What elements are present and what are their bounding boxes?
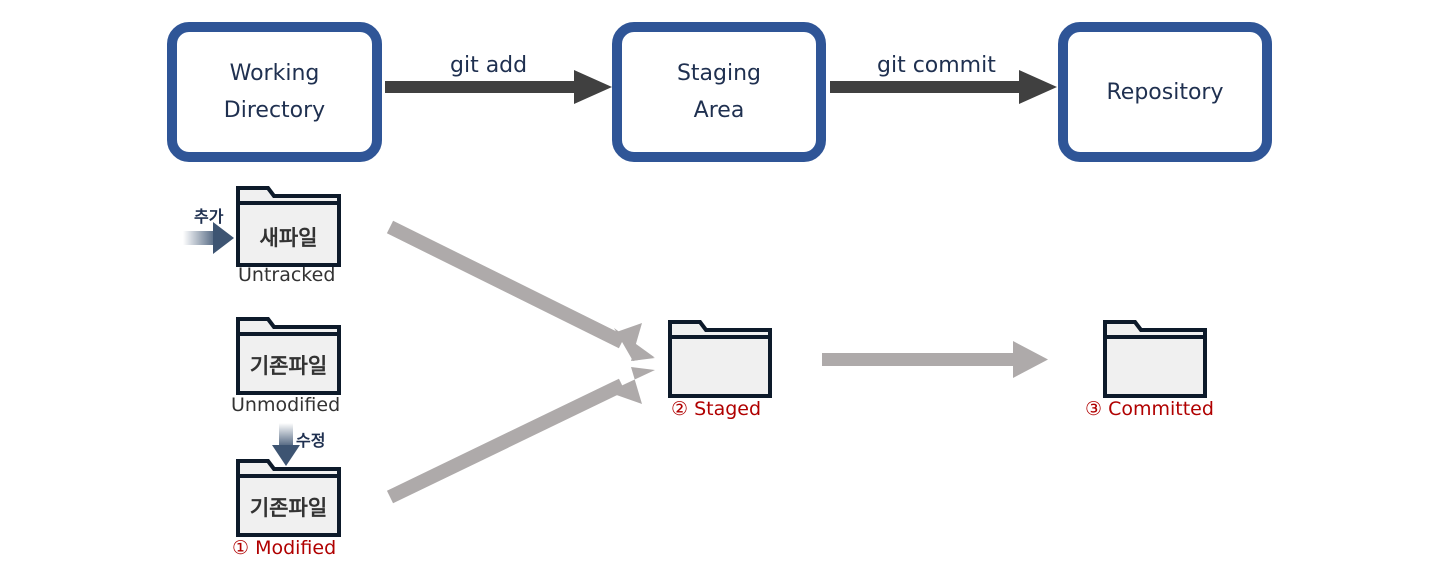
staged-folder-icon [668,320,772,398]
staging-area-box: Staging Area [612,22,826,162]
staged-to-committed-arrow [822,341,1048,378]
committed-status: ③ Committed [1085,398,1214,420]
repository-box: Repository [1058,22,1272,162]
modified-status: ① Modified [232,537,337,559]
working-directory-label: Working Directory [223,61,326,123]
unmodified-status: Unmodified [231,394,341,416]
modified-to-staged-arrow [386,367,655,504]
unmodified-file-name: 기존파일 [249,354,328,378]
add-new-file-arrow [183,222,234,254]
modify-action-label: 수정 [296,431,326,450]
untracked-to-staged-arrow [386,220,655,361]
existing-file-folder-icon [236,317,341,395]
repository-label: Repository [1106,79,1224,105]
modify-arrow [272,423,300,466]
untracked-status: Untracked [238,264,336,286]
staged-status: ② Staged [671,398,762,420]
modified-file-folder-icon [236,459,341,537]
git-add-arrow [385,70,612,104]
git-commit-arrow [830,70,1057,104]
git-commit-label: git commit [877,53,996,78]
staging-area-label: Staging Area [676,61,762,123]
modified-file-name: 기존파일 [249,496,328,520]
new-file-name: 새파일 [259,226,318,250]
committed-folder-icon [1103,320,1207,398]
working-directory-box: Working Directory [167,22,382,162]
add-action-label: 추가 [194,207,224,226]
new-file-folder-icon [236,186,341,267]
git-add-label: git add [450,53,528,78]
